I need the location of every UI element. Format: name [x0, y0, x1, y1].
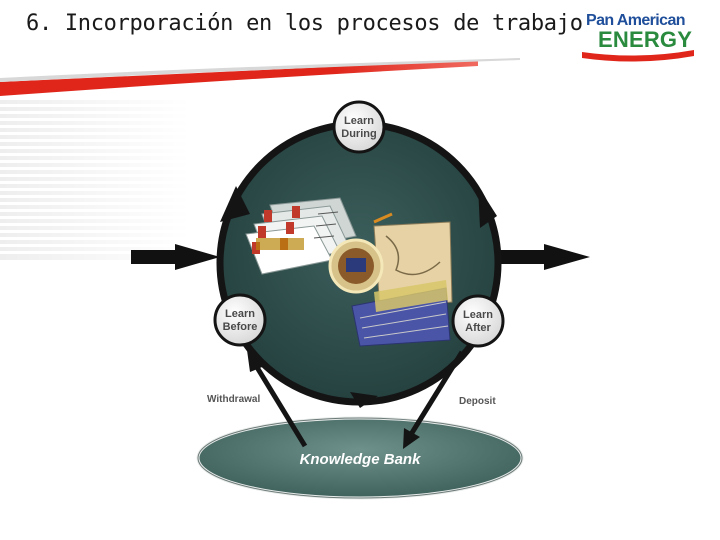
learn-before-node: Learn Before [213, 293, 267, 347]
learn-before-line1: Learn [225, 308, 255, 320]
withdrawal-label: Withdrawal [207, 394, 260, 405]
ring-arrowhead-left [220, 186, 250, 222]
red-swoosh [0, 60, 478, 96]
deposit-label: Deposit [459, 396, 496, 407]
map-terrain-illustration [328, 212, 453, 347]
grey-swoosh [0, 58, 520, 82]
input-arrow [131, 244, 220, 270]
output-arrow [500, 244, 590, 270]
learn-during-node: Learn During [332, 100, 386, 154]
learn-during-line1: Learn [344, 115, 374, 127]
learn-after-line1: Learn [463, 309, 493, 321]
ring-arrowhead-bottom [350, 392, 378, 408]
logo-text-line2: ENERGY [598, 27, 693, 52]
learn-after-line2: After [465, 322, 491, 334]
background-stripes [0, 100, 190, 260]
deposit-arrow [403, 350, 465, 449]
pan-american-energy-logo: Pan American ENERGY [582, 10, 694, 66]
knowledge-bank: Knowledge Bank [196, 416, 524, 500]
logo-swoosh-icon [582, 50, 694, 62]
ring-arrowhead-right [478, 186, 497, 228]
slide-title: 6. Incorporación en los procesos de trab… [26, 11, 583, 36]
header-stripe [0, 58, 520, 96]
knowledge-documents-illustration [245, 197, 357, 275]
learn-after-node: Learn After [451, 294, 505, 348]
learn-before-line2: Before [223, 321, 258, 333]
withdrawal-arrow [247, 350, 308, 448]
logo-text-line1: Pan American [586, 12, 686, 29]
knowledge-bank-label: Knowledge Bank [300, 451, 422, 468]
learn-during-line2: During [341, 128, 376, 140]
